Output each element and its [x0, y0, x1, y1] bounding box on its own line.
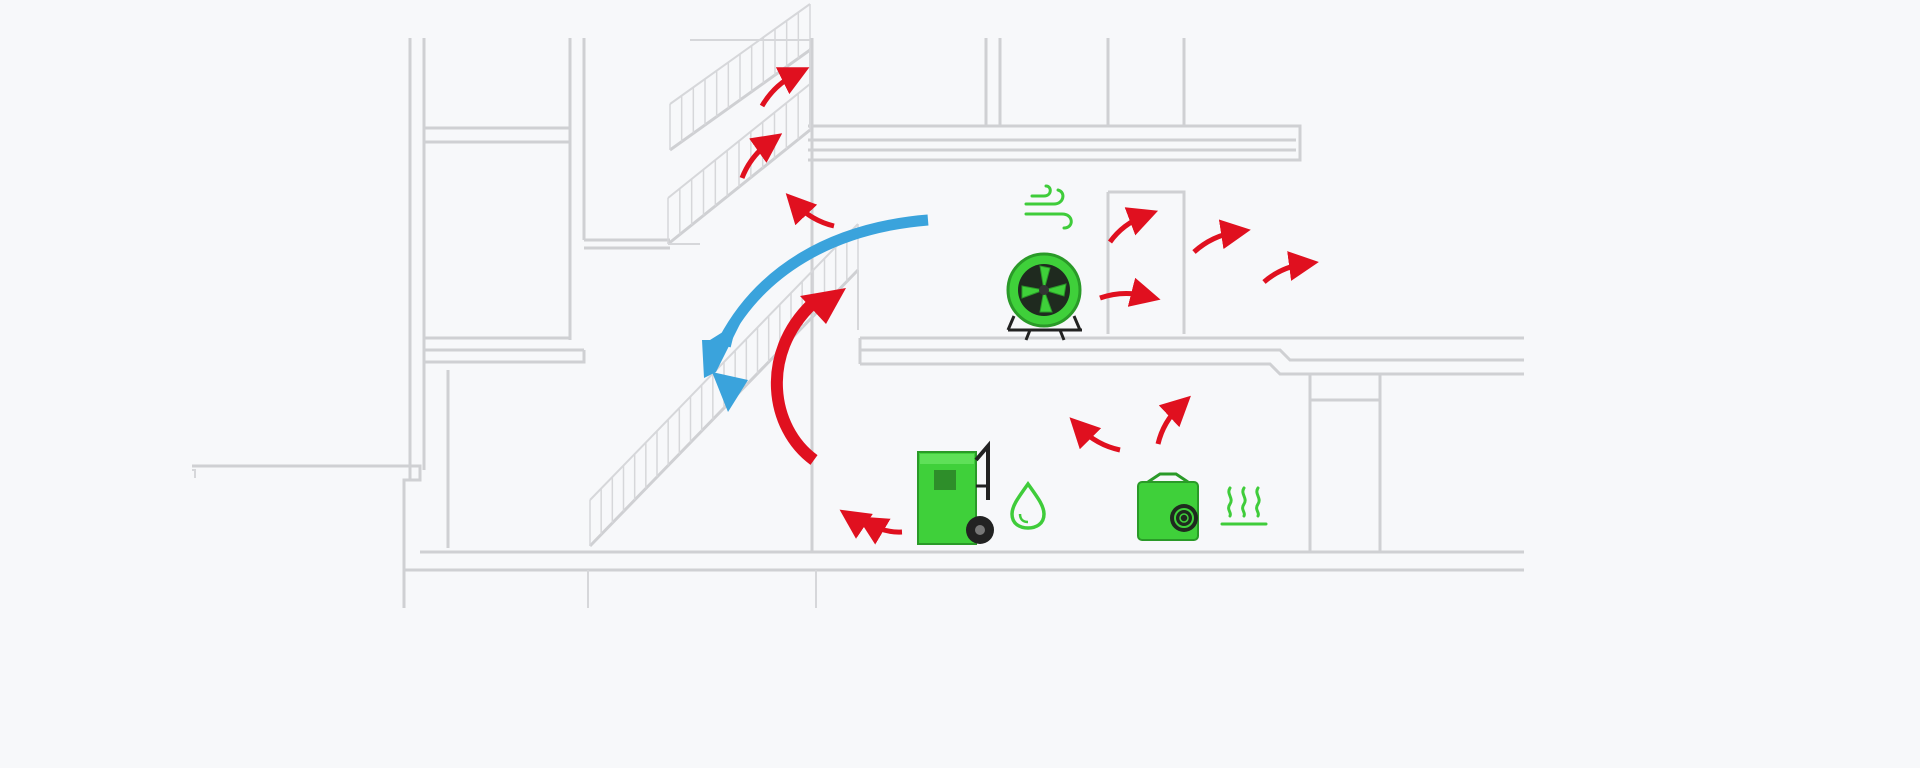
warm-air-arrow — [1262, 251, 1319, 284]
warm-air-arrow — [759, 67, 810, 108]
electric-heater — [1137, 472, 1199, 541]
warm-air-arrow — [1099, 277, 1161, 307]
warm-air-arrow — [1069, 417, 1121, 453]
cool-air-arrow — [702, 214, 929, 412]
building-section — [192, 38, 1524, 608]
warm-air-arrow — [1192, 219, 1251, 254]
staircase — [588, 3, 860, 548]
warm-air-arrow — [739, 133, 783, 179]
heat-waves-icon — [1220, 486, 1268, 526]
warm-air-arrow — [1155, 395, 1191, 445]
water-drop-icon — [1010, 480, 1046, 530]
warm-air-arrow — [785, 193, 835, 229]
air-mover-fan — [1006, 252, 1082, 341]
dehumidifier — [917, 440, 994, 545]
warm-air-rising-arrow — [770, 288, 846, 465]
warm-air-arrow — [1107, 207, 1159, 244]
wind-icon — [1024, 184, 1073, 230]
warm-air-arrow — [857, 516, 903, 545]
warm-air-arrows — [739, 67, 1319, 545]
